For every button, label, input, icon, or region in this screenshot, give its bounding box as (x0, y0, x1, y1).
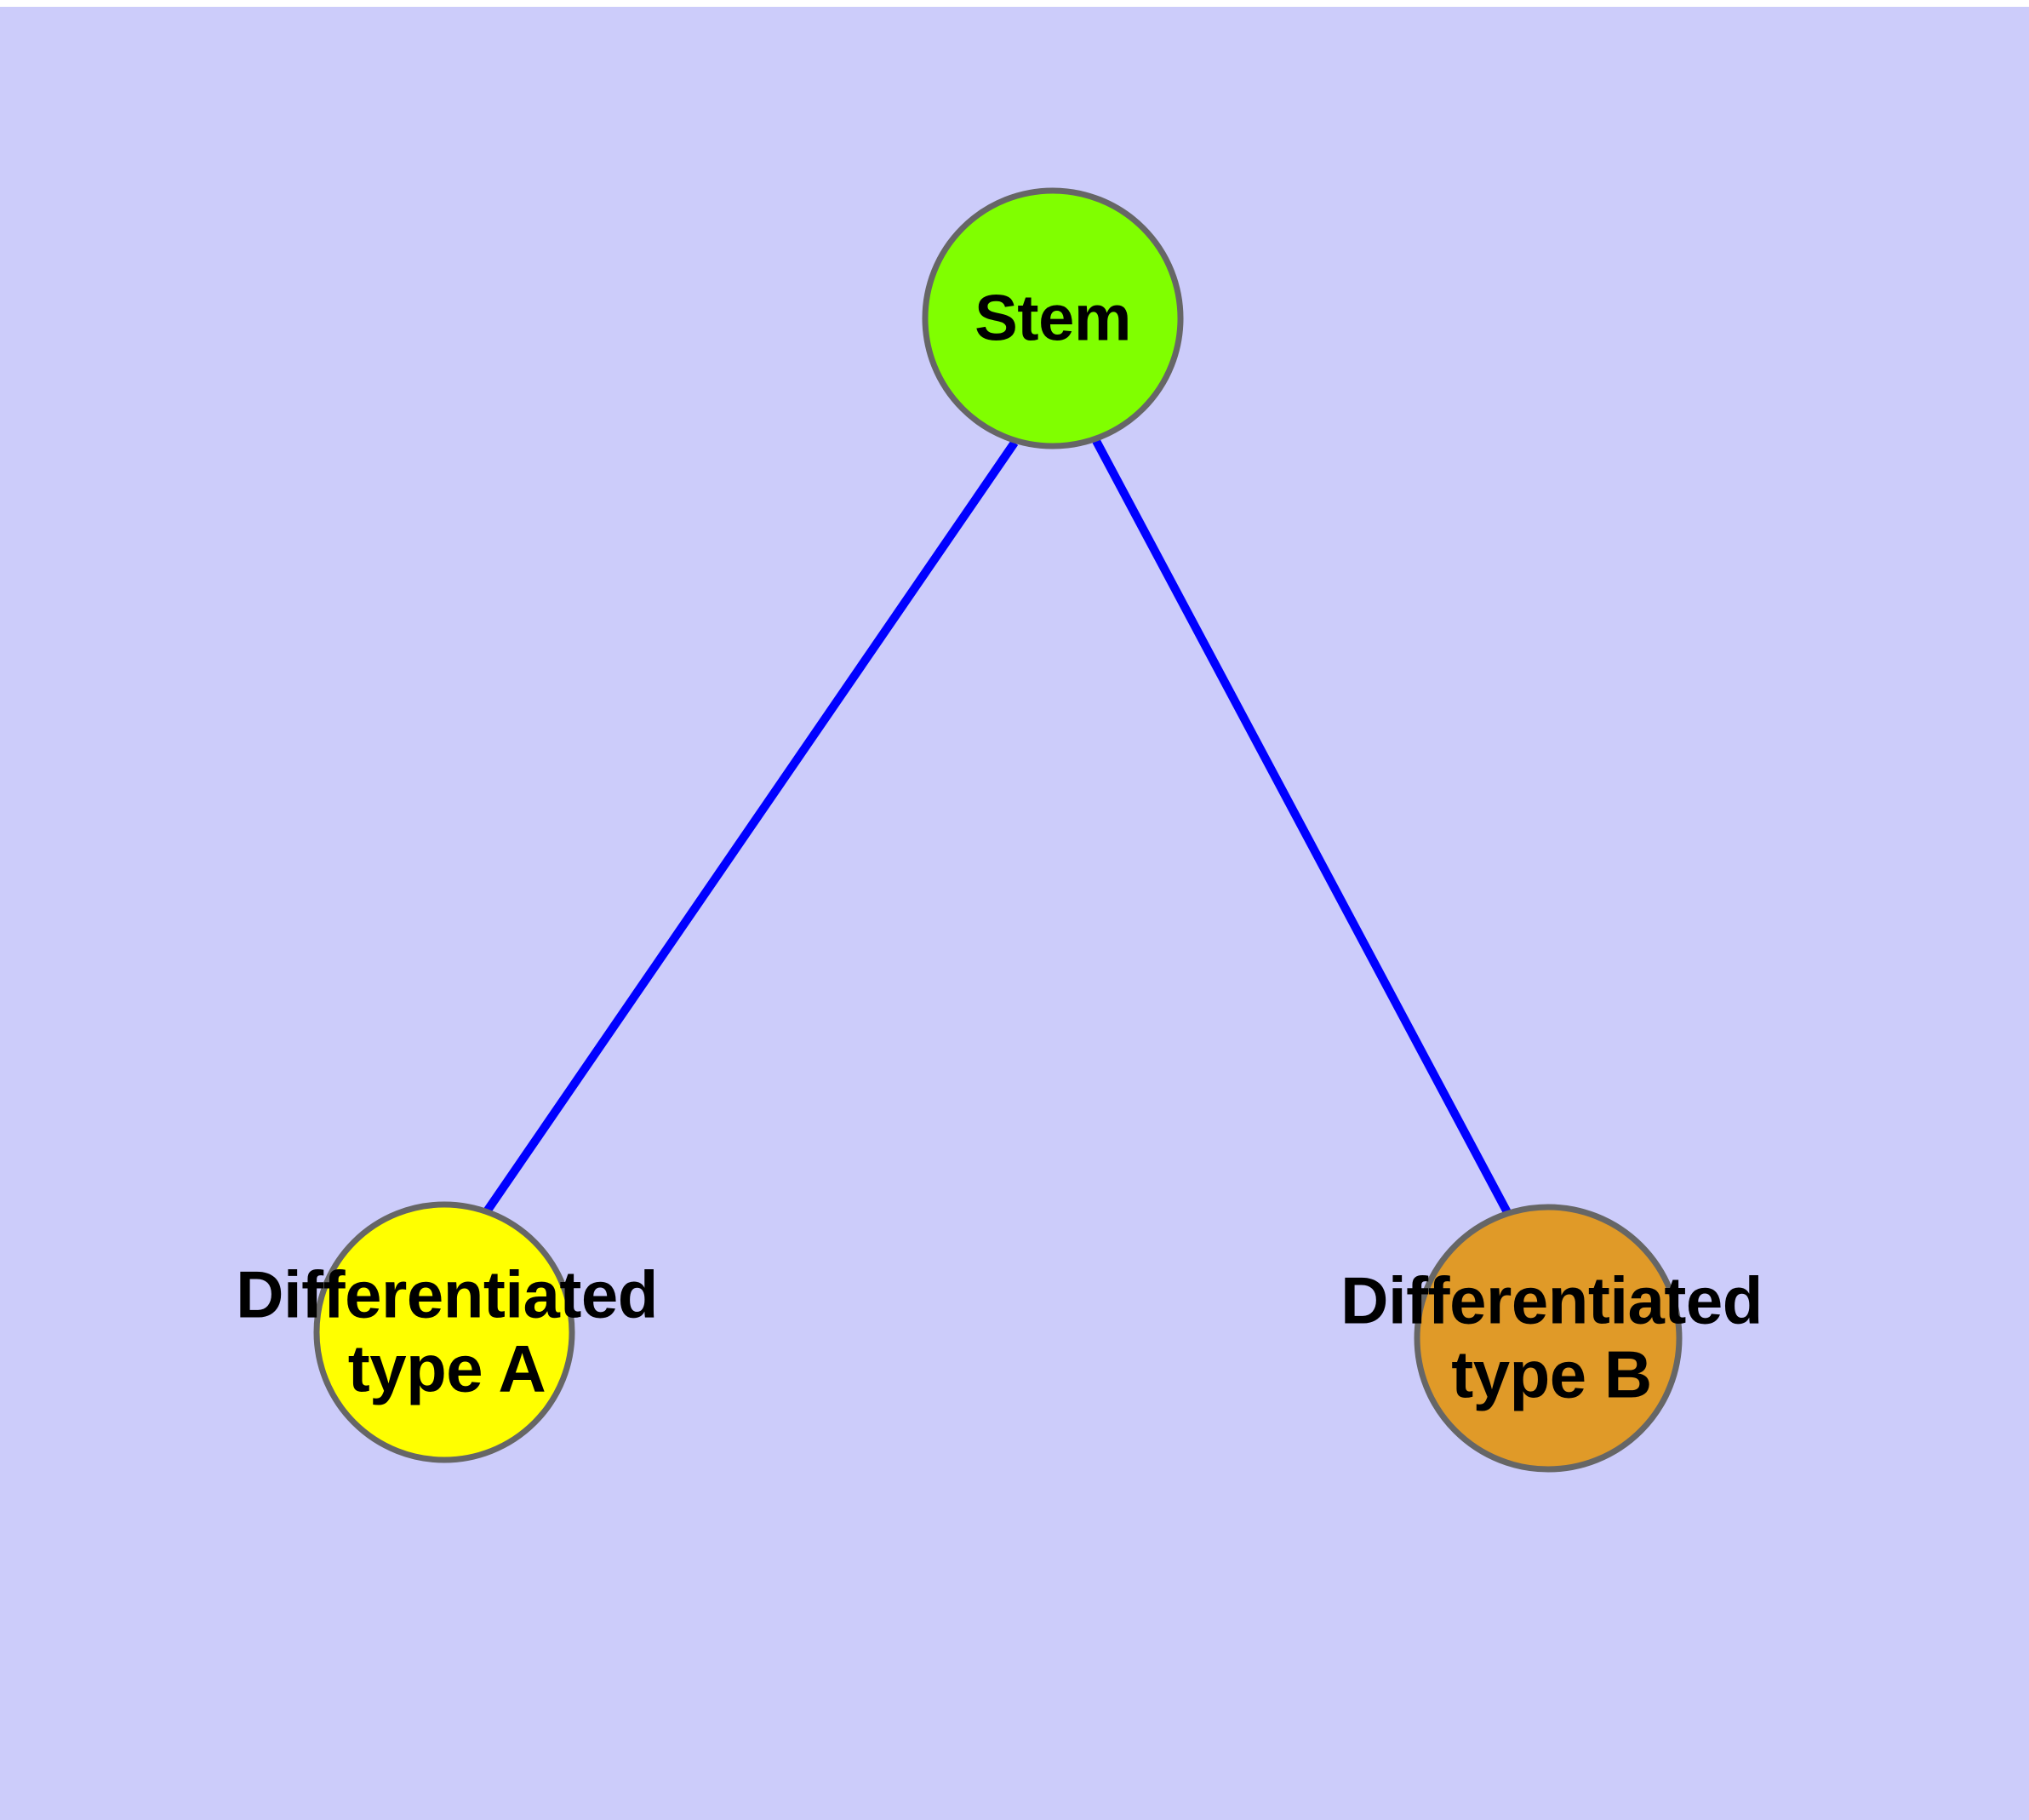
node-differentiated-type-b[interactable] (1414, 1204, 1683, 1473)
edge-layer (483, 438, 1512, 1216)
edge-stem-diff-a[interactable] (483, 440, 1019, 1214)
node-layer (313, 187, 1683, 1473)
edge-stem-diff-b[interactable] (1092, 438, 1512, 1216)
node-stem[interactable] (922, 187, 1184, 449)
node-differentiated-type-a[interactable] (313, 1201, 575, 1463)
